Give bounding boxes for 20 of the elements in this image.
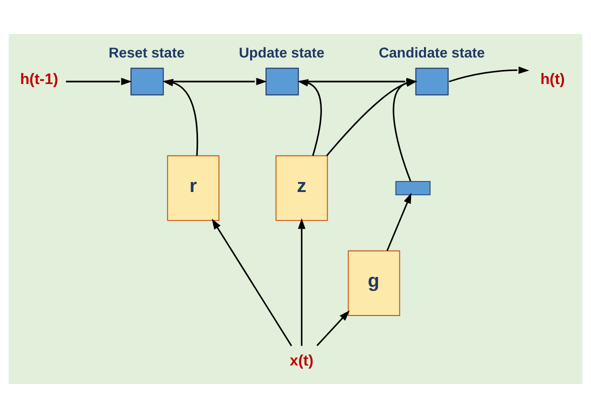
- arrow: [162, 78, 198, 156]
- node-box: g: [348, 250, 400, 316]
- arrow: [212, 218, 292, 346]
- arrow: [392, 78, 418, 181]
- arrow: [298, 218, 306, 346]
- node-label: Reset state: [108, 44, 185, 61]
- node-box: r: [167, 154, 220, 220]
- node-text: x(t): [290, 352, 314, 370]
- node-box: z: [276, 154, 328, 220]
- arrow: [298, 78, 322, 156]
- arrow: [316, 310, 350, 346]
- arrow: [66, 77, 132, 85]
- arrow: [448, 66, 530, 82]
- node-bar: [395, 180, 431, 195]
- node-text: h(t): [540, 70, 565, 88]
- node-text: h(t-1): [20, 70, 58, 88]
- node-label: Update state: [238, 44, 324, 61]
- node-label: Candidate state: [378, 44, 485, 61]
- arrow: [326, 78, 418, 156]
- arrow: [386, 192, 412, 250]
